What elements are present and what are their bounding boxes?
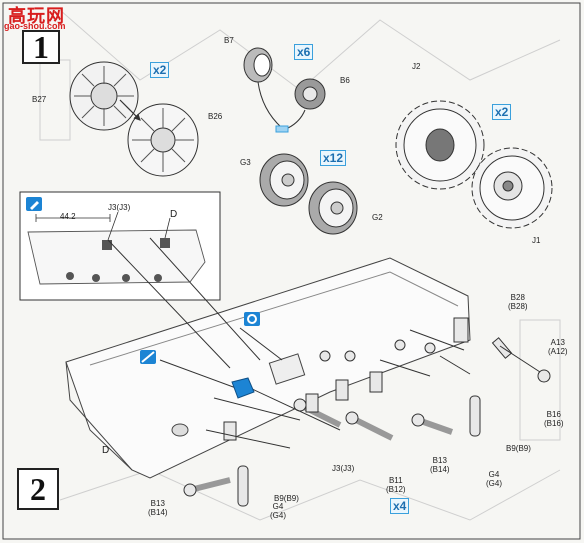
label-d-hull: D bbox=[102, 445, 110, 456]
j1-drive-sprocket-part bbox=[471, 147, 553, 229]
b27-road-wheel-part bbox=[69, 61, 139, 131]
hull-lower-assembly bbox=[65, 257, 471, 479]
label-b9-right: B9(B9) bbox=[506, 444, 531, 453]
shock-absorber-left bbox=[237, 465, 249, 507]
label-j1: J1 bbox=[532, 236, 541, 245]
quantity-badge-g3: x12 bbox=[320, 150, 347, 166]
label-g3: G3 bbox=[240, 158, 251, 167]
b7-guide-line bbox=[257, 81, 283, 129]
j2-drive-sprocket-part bbox=[395, 100, 485, 190]
watermark-url: gao-shou.com bbox=[4, 21, 66, 31]
label-b16: B16 (B16) bbox=[544, 410, 564, 428]
label-g4-right: G4 (G4) bbox=[486, 470, 502, 488]
assembly-guide-arrows bbox=[107, 237, 541, 449]
hull-hatch bbox=[268, 353, 306, 385]
quantity-badge-b27: x2 bbox=[150, 62, 170, 78]
idler-bracket bbox=[453, 317, 469, 343]
inset-hull-section bbox=[27, 229, 206, 285]
label-b6: B6 bbox=[340, 76, 350, 85]
b6-idler-hub-part bbox=[294, 78, 326, 110]
inset-dimension-value: 44.2 bbox=[60, 212, 76, 221]
detail-connector bbox=[275, 125, 289, 133]
label-a13: A13 (A12) bbox=[548, 338, 568, 356]
g2-road-wheel-part bbox=[308, 181, 358, 235]
label-j3-bottom: J3(J3) bbox=[332, 464, 355, 473]
label-b13-right: B13 (B14) bbox=[430, 456, 450, 474]
label-b11: B11 (B12) bbox=[386, 476, 406, 494]
label-j3-inset: J3(J3) bbox=[108, 203, 131, 212]
b6-guide-line bbox=[287, 109, 306, 129]
inset-detail-panel bbox=[19, 191, 221, 301]
step-number-1: 1 bbox=[22, 29, 60, 65]
watermark-title: 高玩网 bbox=[8, 6, 65, 26]
b26-road-wheel-part bbox=[127, 103, 199, 177]
step-number-2: 2 bbox=[17, 468, 59, 510]
quantity-badge-b11: x4 bbox=[390, 498, 410, 514]
label-b13-left: B13 (B14) bbox=[148, 499, 168, 517]
b27-arrow bbox=[119, 99, 141, 121]
quantity-badge-b7: x6 bbox=[294, 44, 314, 60]
suspension-arm-parts bbox=[183, 317, 551, 507]
site-watermark-logo: 高玩网 gao-shou.com bbox=[2, 2, 78, 32]
blue-highlight-part bbox=[231, 377, 255, 399]
label-b7: B7 bbox=[224, 36, 234, 45]
quantity-badge-j2: x2 bbox=[492, 104, 512, 120]
label-b28: B28 (B28) bbox=[508, 293, 528, 311]
label-b26: B26 bbox=[208, 112, 223, 121]
label-g4-left: G4 (G4) bbox=[270, 502, 286, 520]
g3-road-wheel-part bbox=[259, 153, 309, 207]
cement-badge-icon bbox=[244, 312, 260, 326]
label-b27: B27 bbox=[32, 95, 47, 104]
label-j2: J2 bbox=[412, 62, 421, 71]
label-b9-bottom: B9(B9) bbox=[274, 494, 299, 503]
shock-absorber-right bbox=[469, 395, 481, 437]
b7-idler-ring-part bbox=[243, 47, 273, 83]
glue-icon bbox=[26, 197, 42, 211]
inset-suspension-mounts bbox=[66, 238, 170, 282]
label-g2: G2 bbox=[372, 213, 383, 222]
photo-etch-icon bbox=[140, 350, 156, 364]
label-d-inset: D bbox=[170, 209, 178, 220]
